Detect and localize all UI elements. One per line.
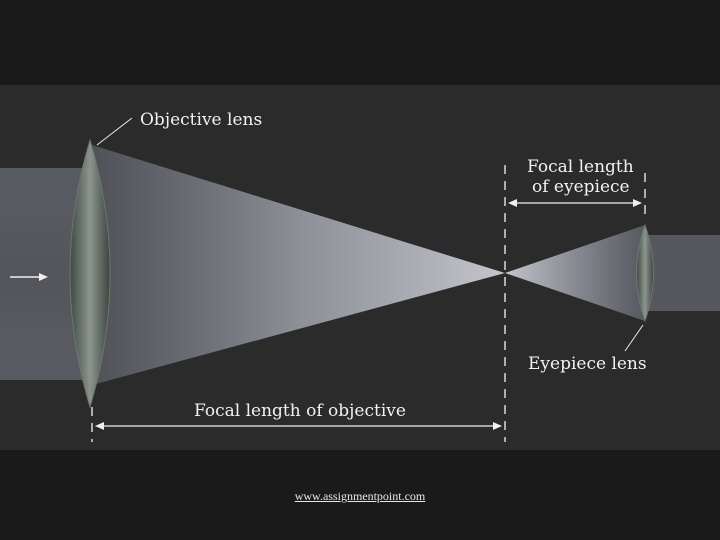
focal-objective-arrow: [95, 422, 502, 430]
incoming-light-arrow-icon: [10, 273, 48, 281]
footer-link[interactable]: www.assignmentpoint.com: [294, 489, 426, 503]
objective-leader-line: [96, 117, 133, 146]
objective-lens: [69, 138, 111, 409]
telescope-diagram: Objective lens Focal length of eyepiece …: [0, 85, 720, 450]
focal-objective-label: Focal length of objective: [194, 401, 406, 421]
diverging-beam: [505, 225, 645, 321]
emerging-beam: [645, 235, 720, 311]
eyepiece-lens-label: Eyepiece lens: [528, 354, 647, 374]
focal-eyepiece-label-line2: of eyepiece: [532, 177, 630, 197]
converging-beam: [92, 145, 505, 385]
eyepiece-leader-line: [624, 324, 644, 352]
focal-eyepiece-arrow: [508, 199, 642, 207]
telescope-diagram-svg: [0, 117, 720, 442]
objective-lens-label: Objective lens: [140, 110, 263, 130]
eyepiece-lens: [636, 223, 654, 323]
focal-eyepiece-label-line1: Focal length: [527, 157, 634, 177]
